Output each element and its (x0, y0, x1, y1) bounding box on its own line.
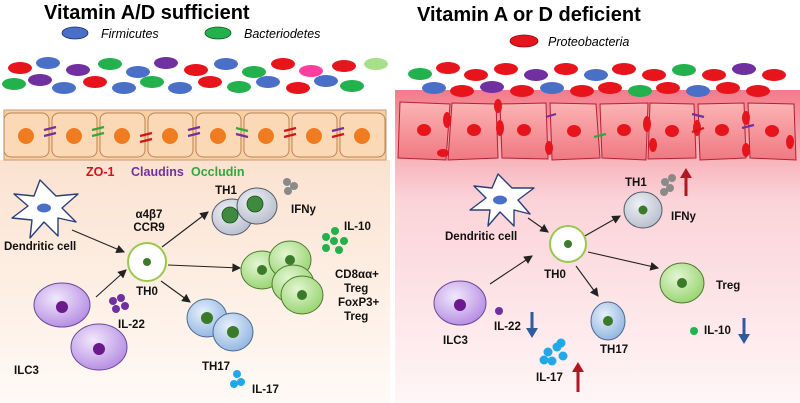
ifny-dots-right (660, 174, 676, 196)
right-title: Vitamin A or D deficient (417, 4, 641, 26)
arrows-right (489, 215, 660, 297)
legend-firmicutes: Firmicutes (101, 27, 159, 41)
label-ilc3-right: ILC3 (443, 335, 468, 347)
il17-dots-right (539, 338, 568, 366)
dendritic-cell-right (469, 173, 535, 227)
label-il17-left: IL-17 (252, 384, 279, 396)
il17-dots-left (230, 370, 245, 388)
label-occludin: Occludin (191, 165, 244, 179)
label-ccr9: CCR9 (133, 222, 164, 234)
tight-junctions-left (43, 125, 345, 144)
il10-dots-left (322, 227, 348, 254)
legend-proteobacteria: Proteobacteria (548, 35, 629, 49)
label-th17-left: TH17 (202, 361, 230, 373)
left-title: Vitamin A/D sufficient (44, 2, 250, 24)
label-il22-right: IL-22 (494, 321, 521, 333)
firmicutes-swatch (61, 26, 89, 40)
label-il22-left: IL-22 (118, 319, 145, 331)
bacteriodetes-swatch (204, 26, 232, 40)
th0-cell-right (549, 225, 587, 263)
label-claudins: Claudins (131, 165, 184, 179)
il10-dot-right (690, 327, 698, 335)
label-th0-left: TH0 (136, 286, 158, 298)
proteobacteria-swatch (509, 34, 539, 48)
label-cd8: CD8αα+ (335, 269, 379, 281)
epithelium-right (397, 99, 797, 161)
ilc3-cell-right (433, 280, 487, 326)
th1-cells-left (211, 187, 278, 236)
th17-cells-left (186, 298, 254, 352)
label-treg-left-2: Treg (344, 311, 368, 323)
label-foxp3: FoxP3+ (338, 297, 380, 309)
label-th1-right: TH1 (625, 177, 647, 189)
tight-junctions-right (545, 112, 755, 139)
label-ifny-right: IFNy (671, 211, 697, 223)
treg-cell-right (659, 262, 705, 304)
bacteria-layer-right (408, 62, 786, 97)
label-il17-right: IL-17 (536, 372, 563, 384)
leaking-bacteria (437, 99, 794, 157)
ifny-dots-left (283, 178, 298, 195)
il22-down-arrow (526, 312, 538, 338)
label-integrin: α4β7 (136, 209, 163, 221)
left-panel: Vitamin A/D sufficient Firmicutes Bacter… (0, 2, 390, 403)
il22-dot-right (495, 307, 503, 315)
label-dendritic-cell-left: Dendritic cell (4, 241, 76, 253)
label-treg-right: Treg (716, 280, 740, 292)
il22-dots-left (109, 294, 129, 313)
il10-down-arrow (738, 318, 750, 344)
label-ifny-left: IFNy (291, 204, 317, 216)
epithelium-left (3, 109, 387, 161)
legend-bacteriodetes: Bacteriodetes (244, 27, 320, 41)
arrows-left (71, 211, 242, 303)
treg-cells-left (240, 240, 324, 315)
label-th0-right: TH0 (544, 269, 566, 281)
label-il10-right: IL-10 (704, 325, 731, 337)
th17-cell-right (590, 301, 626, 341)
th1-cell-right (623, 191, 663, 229)
label-zo1: ZO-1 (86, 165, 115, 179)
label-treg-left-1: Treg (344, 283, 368, 295)
label-th1-left: TH1 (215, 185, 237, 197)
epithelial-cells-left (3, 112, 386, 158)
th0-cell-left (127, 242, 167, 282)
label-ilc3-left: ILC3 (14, 365, 39, 377)
label-dendritic-cell-right: Dendritic cell (445, 231, 517, 243)
dendritic-cell-left (11, 179, 79, 239)
il17-up-arrow (572, 362, 584, 392)
ilc3-cells-left (33, 282, 128, 371)
label-il10-left: IL-10 (344, 221, 371, 233)
ifny-up-arrow (680, 168, 692, 196)
label-th17-right: TH17 (600, 344, 628, 356)
bacteria-layer-left (2, 57, 388, 94)
right-panel: Vitamin A or D deficient Proteobacteria (395, 4, 800, 403)
